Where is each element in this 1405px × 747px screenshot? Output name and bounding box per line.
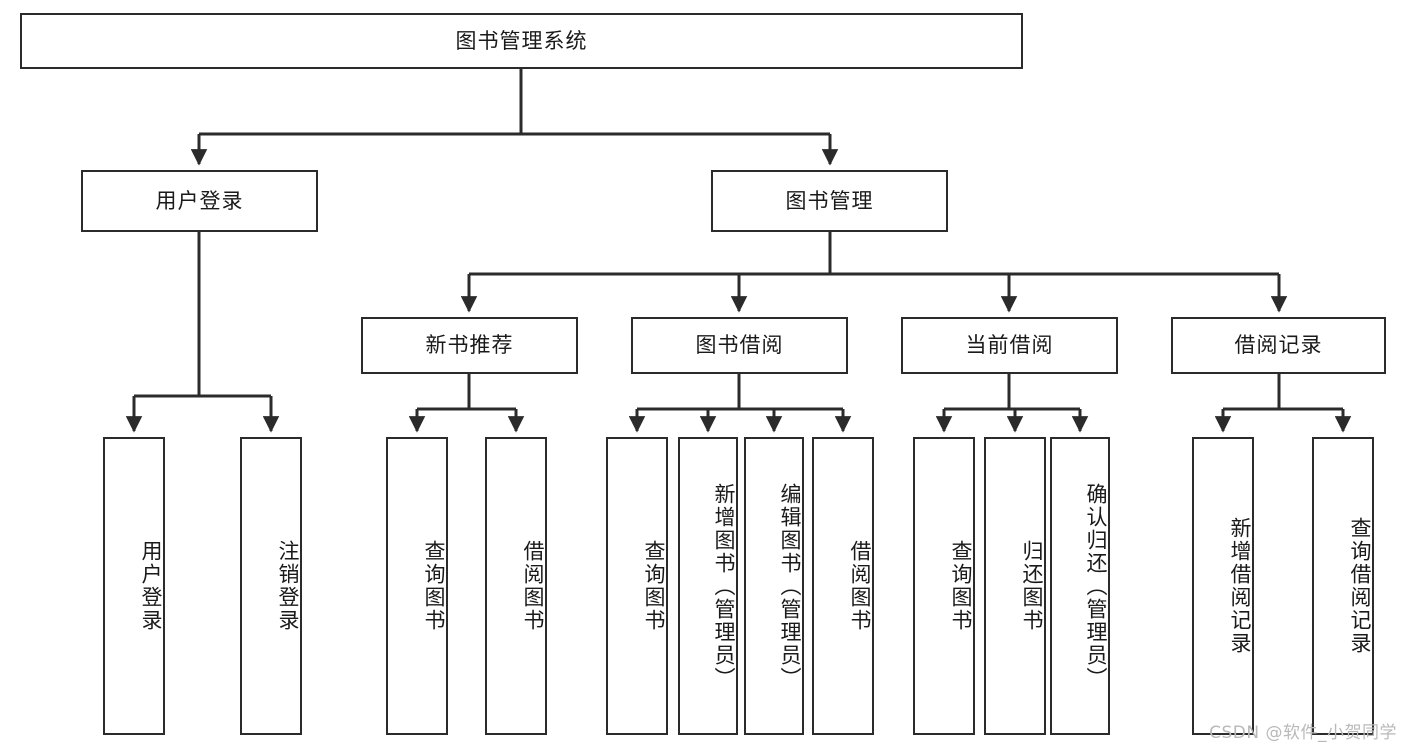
- node-leaf-add-book[interactable]: 新增图书（管理员）: [678, 437, 738, 735]
- node-leaf-logout[interactable]: 注销登录: [240, 437, 302, 735]
- node-leaf-logout-label: 注销登录: [276, 540, 300, 632]
- node-leaf-borrow-book-2[interactable]: 借阅图书: [812, 437, 874, 735]
- node-leaf-add-record-label: 新增借阅记录: [1228, 517, 1252, 655]
- node-leaf-add-record[interactable]: 新增借阅记录: [1192, 437, 1254, 735]
- node-leaf-query-book-3[interactable]: 查询图书: [913, 437, 975, 735]
- node-leaf-query-book-2-label: 查询图书: [642, 540, 666, 632]
- node-current-borrow-label: 当前借阅: [965, 333, 1054, 358]
- node-leaf-query-book-1-label: 查询图书: [422, 540, 446, 632]
- node-leaf-confirm-return-label: 确认归还（管理员）: [1084, 482, 1108, 690]
- node-current-borrow[interactable]: 当前借阅: [901, 317, 1118, 374]
- node-borrow-record-label: 借阅记录: [1234, 333, 1323, 358]
- node-user-login-label: 用户登录: [155, 188, 244, 213]
- node-leaf-query-record[interactable]: 查询借阅记录: [1312, 437, 1374, 735]
- node-borrow-record[interactable]: 借阅记录: [1171, 317, 1386, 374]
- node-new-book-recommend[interactable]: 新书推荐: [361, 317, 578, 374]
- node-leaf-query-record-label: 查询借阅记录: [1348, 517, 1372, 655]
- node-root-label: 图书管理系统: [455, 28, 588, 53]
- node-book-manage[interactable]: 图书管理: [711, 170, 948, 232]
- node-book-borrow-label: 图书借阅: [695, 333, 784, 358]
- node-leaf-user-login-label: 用户登录: [139, 540, 163, 632]
- node-book-manage-label: 图书管理: [785, 188, 874, 213]
- node-leaf-query-book-1[interactable]: 查询图书: [386, 437, 448, 735]
- node-root-system[interactable]: 图书管理系统: [20, 13, 1023, 69]
- node-leaf-add-book-label: 新增图书（管理员）: [712, 482, 736, 690]
- node-leaf-query-book-3-label: 查询图书: [949, 540, 973, 632]
- node-leaf-borrow-book-1-label: 借阅图书: [521, 540, 545, 632]
- node-leaf-user-login[interactable]: 用户登录: [103, 437, 165, 735]
- node-new-book-recommend-label: 新书推荐: [425, 333, 514, 358]
- watermark-text: CSDN @软件_小贺同学: [1209, 723, 1397, 743]
- node-leaf-borrow-book-1[interactable]: 借阅图书: [485, 437, 547, 735]
- node-leaf-confirm-return[interactable]: 确认归还（管理员）: [1050, 437, 1110, 735]
- node-leaf-return-book[interactable]: 归还图书: [984, 437, 1046, 735]
- node-leaf-query-book-2[interactable]: 查询图书: [606, 437, 668, 735]
- node-user-login[interactable]: 用户登录: [81, 170, 318, 232]
- node-leaf-borrow-book-2-label: 借阅图书: [848, 540, 872, 632]
- node-leaf-edit-book-label: 编辑图书（管理员）: [778, 482, 802, 690]
- node-leaf-edit-book[interactable]: 编辑图书（管理员）: [744, 437, 804, 735]
- node-book-borrow[interactable]: 图书借阅: [631, 317, 848, 374]
- node-leaf-return-book-label: 归还图书: [1020, 540, 1044, 632]
